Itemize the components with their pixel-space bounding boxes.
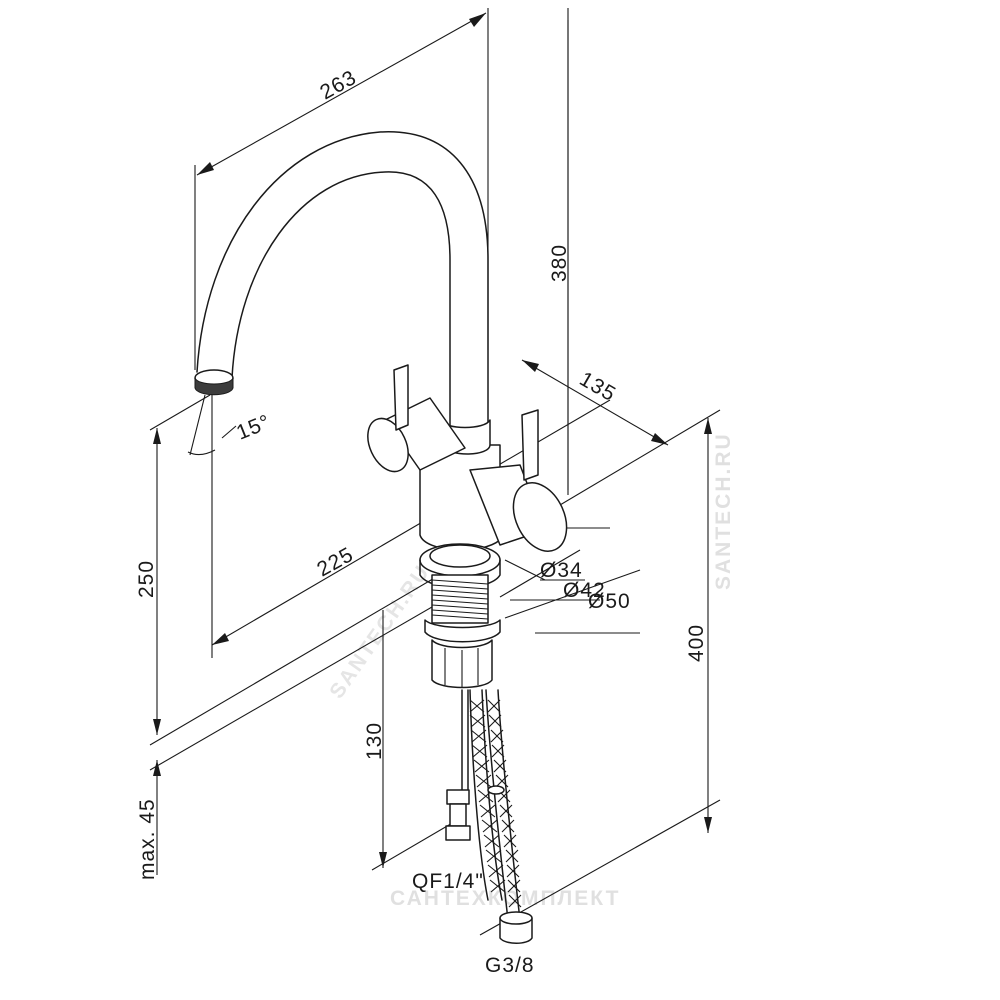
dim-380: 380 (548, 244, 571, 282)
dim-225: 225 (313, 543, 357, 582)
dimension-lines (153, 12, 712, 875)
dim-130: 130 (363, 722, 386, 760)
dim-max-45: max. 45 (136, 798, 159, 880)
watermark-diagonal: SANTECH.RU (325, 561, 434, 703)
watermark-bottom: САНТЕХКОМПЛЕКТ (390, 887, 620, 910)
right-cap (512, 482, 568, 552)
braid-pattern (469, 699, 522, 908)
extension-lines (149, 8, 721, 936)
faucet-body (194, 131, 568, 689)
dim-dia-34: Ø34 (540, 559, 583, 582)
spout-outer (196, 131, 489, 431)
dim-250: 250 (135, 560, 158, 598)
dim-263: 263 (316, 66, 360, 105)
dim-135: 135 (576, 367, 620, 406)
braided-hose-right (485, 689, 521, 921)
dim-dia-50: Ø50 (588, 590, 631, 613)
label-g38: G3/8 (485, 954, 535, 977)
right-handle (521, 409, 539, 481)
dim-dia-42: Ø42 (563, 579, 606, 602)
watermark-vertical: SANTECH.RU (712, 432, 735, 590)
spout-inner (231, 171, 451, 431)
flange-inner (429, 544, 491, 568)
threaded-shank (431, 574, 489, 624)
left-handle (393, 364, 409, 431)
mounting-nut (424, 619, 501, 643)
braided-hose-left (469, 689, 503, 901)
dim-400: 400 (685, 624, 708, 662)
aerator-ring (194, 377, 234, 396)
hoses (445, 689, 533, 944)
qf-connector (446, 789, 470, 805)
label-qf: QF1/4" (412, 870, 484, 893)
dim-angle-15: 15° (233, 410, 274, 444)
left-cap (367, 417, 409, 473)
